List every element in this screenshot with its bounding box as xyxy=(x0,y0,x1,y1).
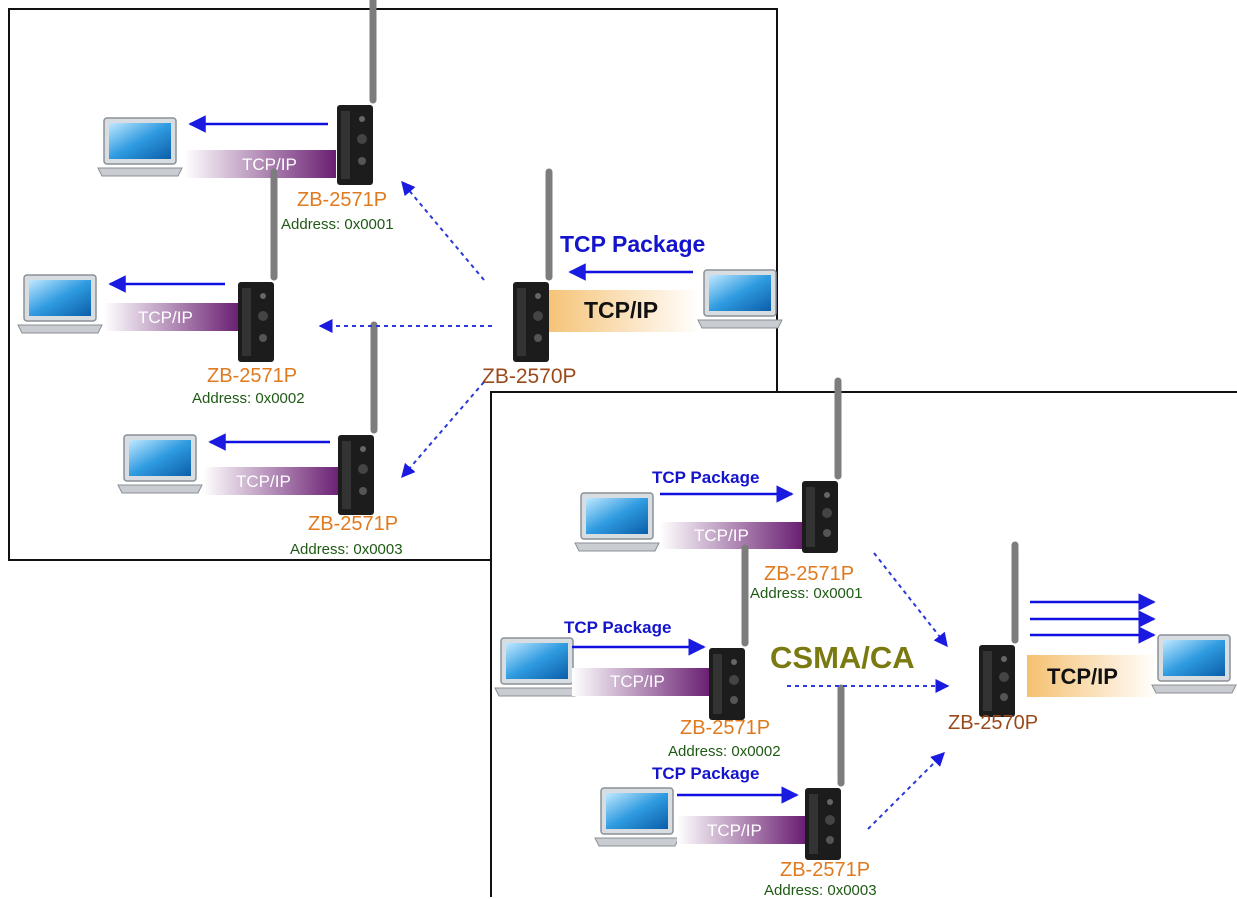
laptop-icon xyxy=(117,434,203,494)
tcpip-label: TCP/IP xyxy=(236,472,291,491)
collect-arrows xyxy=(787,552,950,830)
tcpip-label: TCP/IP xyxy=(242,155,297,174)
node-3: TCP/IP ZB-2571P Address: 0x0003 xyxy=(117,325,403,558)
node-3: TCP/IP TCP Package ZB-2571P Address: 0x0… xyxy=(594,688,877,899)
node-2: TCP/IP TCP Package ZB-2571P Address: 0x0… xyxy=(494,548,781,760)
laptop-icon xyxy=(697,269,783,329)
laptop-icon xyxy=(97,117,183,177)
dashed-arrow xyxy=(873,552,948,648)
csma-label: CSMA/CA xyxy=(770,640,915,675)
tcpip-link-bar xyxy=(660,522,802,549)
tcpip-link-bar xyxy=(184,150,336,178)
tcp-package-label: TCP Package xyxy=(564,618,671,637)
laptop-icon xyxy=(17,274,103,334)
zigbee-device-icon xyxy=(238,172,274,362)
tcpip-label: TCP/IP xyxy=(584,297,658,323)
tcpip-label: TCP/IP xyxy=(1047,664,1118,689)
dashed-arrow xyxy=(867,752,945,830)
collect-diagram: TCP/IP TCP Package ZB-2571P Address: 0x0… xyxy=(494,393,1237,899)
zigbee-device-icon xyxy=(805,688,841,860)
node-name: ZB-2571P xyxy=(680,717,770,739)
node-address: Address: 0x0003 xyxy=(290,541,403,558)
broadcast-diagram: TCP/IP ZB-2571P Address: 0x0001 TCP/IP Z… xyxy=(17,10,783,558)
node-address: Address: 0x0001 xyxy=(750,585,863,602)
tcp-package-label: TCP Package xyxy=(652,468,759,487)
node-address: Address: 0x0001 xyxy=(281,216,394,233)
node-name: ZB-2571P xyxy=(308,513,398,535)
node-1: TCP/IP ZB-2571P Address: 0x0001 xyxy=(97,0,394,233)
tcpip-link-bar xyxy=(1027,655,1157,697)
node-name: ZB-2571P xyxy=(780,859,870,881)
coordinator-name: ZB-2570P xyxy=(482,365,577,388)
tcpip-link-bar xyxy=(203,467,340,495)
zigbee-device-icon xyxy=(802,381,838,553)
zigbee-device-icon xyxy=(337,0,373,185)
coordinator-name: ZB-2570P xyxy=(948,712,1038,734)
laptop-icon xyxy=(494,637,580,697)
dashed-arrow xyxy=(401,180,485,281)
broadcast-arrows xyxy=(318,180,492,479)
tcpip-label: TCP/IP xyxy=(694,526,749,545)
node-name: ZB-2571P xyxy=(207,365,297,387)
node-address: Address: 0x0003 xyxy=(764,882,877,899)
node-address: Address: 0x0002 xyxy=(668,743,781,760)
node-2: TCP/IP ZB-2571P Address: 0x0002 xyxy=(17,172,305,407)
zigbee-device-icon xyxy=(338,325,374,515)
tcpip-label: TCP/IP xyxy=(707,821,762,840)
laptop-icon xyxy=(574,492,660,552)
tcpip-link-bar xyxy=(540,290,700,332)
tcpip-link-bar xyxy=(572,668,710,696)
tcp-package-label: TCP Package xyxy=(652,764,759,783)
output-arrows xyxy=(1030,593,1156,644)
broadcast-panel: TCP/IP ZB-2571P Address: 0x0001 TCP/IP Z… xyxy=(8,8,783,561)
node-address: Address: 0x0002 xyxy=(192,390,305,407)
laptop-icon xyxy=(594,787,680,847)
zigbee-device-icon xyxy=(979,545,1015,717)
zigbee-device-icon xyxy=(513,172,549,362)
tcpip-link-bar xyxy=(104,303,239,331)
collect-panel: TCP/IP TCP Package ZB-2571P Address: 0x0… xyxy=(490,391,1237,899)
node-name: ZB-2571P xyxy=(297,189,387,211)
tcp-package-label: TCP Package xyxy=(560,231,705,257)
zigbee-device-icon xyxy=(709,548,745,720)
tcpip-label: TCP/IP xyxy=(610,672,665,691)
tcpip-label: TCP/IP xyxy=(138,308,193,327)
laptop-icon xyxy=(1151,634,1237,694)
node-1: TCP/IP TCP Package ZB-2571P Address: 0x0… xyxy=(574,381,863,602)
node-name: ZB-2571P xyxy=(764,563,854,585)
dashed-arrow xyxy=(401,381,485,479)
coordinator: TCP/IP ZB-2570P xyxy=(948,545,1237,734)
tcpip-link-bar xyxy=(677,816,805,844)
coordinator: TCP/IP TCP Package ZB-2570P xyxy=(482,172,783,388)
